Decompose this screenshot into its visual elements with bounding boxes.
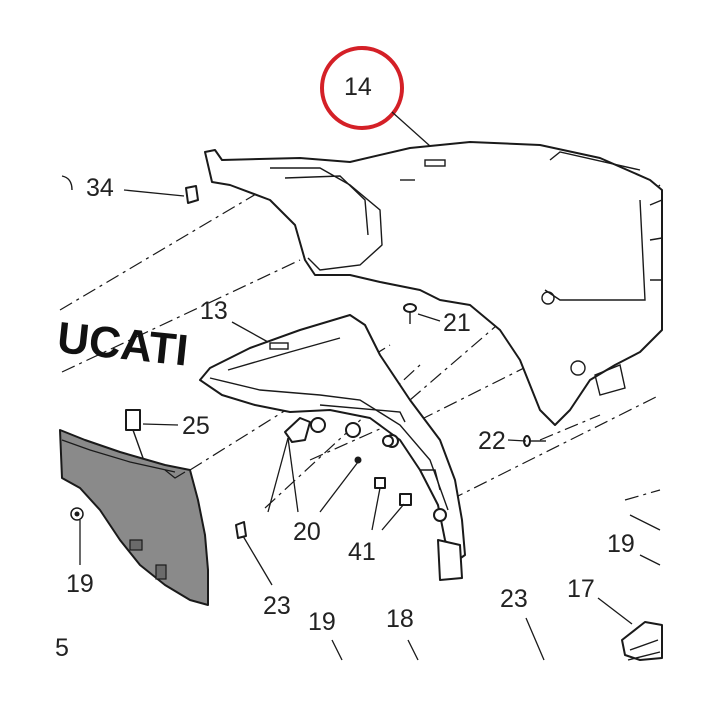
label-17: 17 xyxy=(567,575,595,603)
label-25: 25 xyxy=(182,412,210,440)
grommet-19-left xyxy=(70,507,84,521)
callout-labels: 14 34 13 21 25 22 20 41 19 19 23 19 18 2… xyxy=(55,73,635,662)
pin-25 xyxy=(125,409,149,473)
label-19-left: 19 xyxy=(66,570,94,598)
label-21: 21 xyxy=(443,309,471,337)
label-13: 13 xyxy=(200,297,228,325)
label-19-right: 19 xyxy=(607,530,635,558)
label-34: 34 xyxy=(86,174,114,202)
bottom-crop-mask xyxy=(0,661,720,720)
lower-side-fairing xyxy=(59,429,209,606)
brand-logo: UCATI xyxy=(55,313,191,375)
label-18: 18 xyxy=(386,605,414,633)
small-parts xyxy=(354,435,412,506)
screw-22 xyxy=(523,435,546,447)
label-41: 41 xyxy=(348,538,376,566)
leader-lines xyxy=(79,111,661,661)
label-23-left: 23 xyxy=(263,592,291,620)
label-5-edge: 5 xyxy=(55,634,69,662)
brand-logo-decal: UCATI xyxy=(55,175,191,376)
label-23-right: 23 xyxy=(500,585,528,613)
clip-34 xyxy=(185,185,199,204)
lens-13 xyxy=(199,314,466,581)
label-14: 14 xyxy=(344,73,372,101)
side-panel-14 xyxy=(204,141,663,426)
left-crop-mask xyxy=(0,0,55,720)
label-22: 22 xyxy=(478,427,506,455)
screw-21 xyxy=(403,303,417,324)
clip-23-left xyxy=(235,521,247,539)
highlight-circle xyxy=(320,46,404,130)
label-20: 20 xyxy=(293,518,321,546)
label-19-bottom: 19 xyxy=(308,608,336,636)
bracket-17 xyxy=(621,621,663,661)
right-crop-mask xyxy=(663,0,720,720)
